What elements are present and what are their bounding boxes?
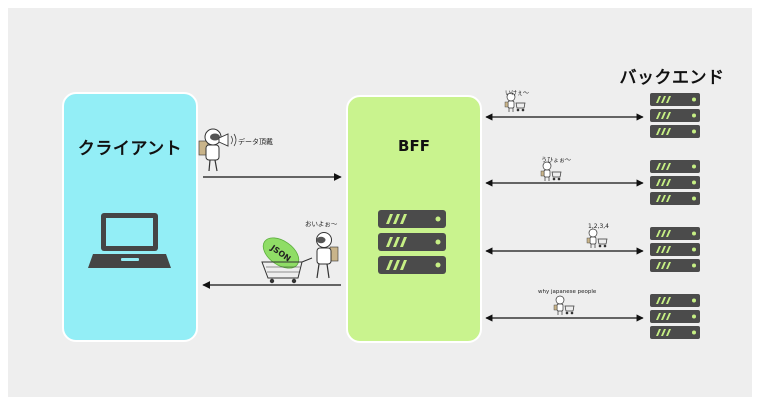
bff-title: BFF (398, 137, 430, 155)
response-speech: おいよぉ〜 (305, 220, 338, 228)
server-icon (650, 294, 700, 339)
server-icon (650, 160, 700, 205)
runner-icon (553, 295, 575, 316)
runner-icon (540, 161, 562, 182)
shopping-cart-person-icon: JSON (261, 232, 339, 284)
runner-icon (586, 228, 608, 249)
bff-box: BFF (346, 95, 482, 343)
backend-call-speech: いけぇ〜 (505, 90, 530, 97)
client-title: クライアント (77, 139, 183, 159)
server-icon (650, 227, 700, 272)
server-icon (378, 210, 446, 274)
server-icon (650, 93, 700, 138)
backend-call-speech: why japanese people (538, 289, 597, 295)
request-label: データ頂戴 (238, 138, 273, 146)
laptop-icon (88, 213, 171, 268)
megaphone-person-icon (198, 128, 237, 172)
backend-call-speech: うひょぉ〜 (541, 157, 572, 164)
backend-title: バックエンド (619, 68, 725, 88)
backend-call-speech: 1,2,3,4 (588, 223, 609, 230)
